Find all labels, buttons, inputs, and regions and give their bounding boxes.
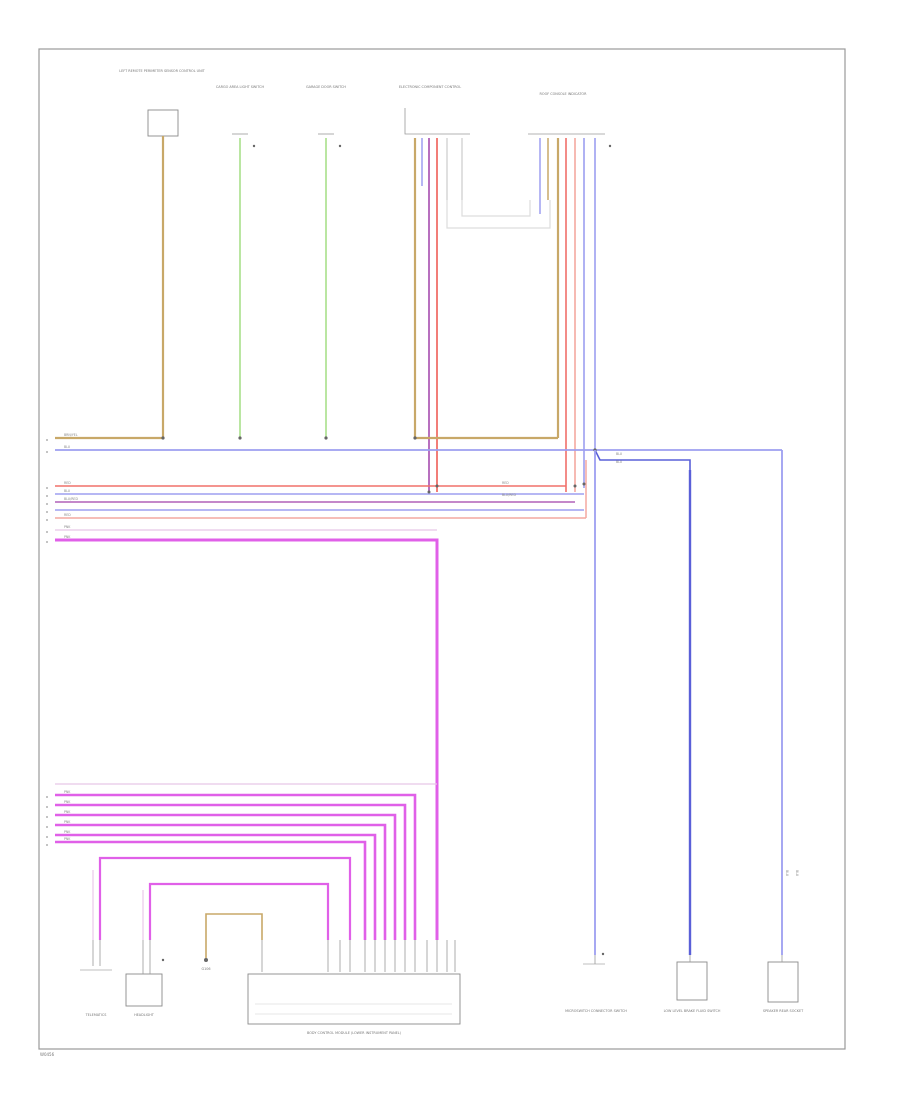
component-label-g106: G106 <box>201 967 210 971</box>
component-label-brake-fluid: LOW LEVEL BRAKE FLUID SWITCH <box>664 1009 721 1013</box>
wire-label-low-3: PNK <box>64 810 71 814</box>
wire-label-pnk: PNK <box>64 525 71 529</box>
diagram-frame <box>38 48 846 1050</box>
top-vertical-wires <box>161 136 596 492</box>
component-label-telematics: TELEMATICS <box>85 1013 107 1017</box>
component-label-headlight: HEADLIGHT <box>134 1013 155 1017</box>
ground-g106 <box>204 958 208 962</box>
bottom-components: TELEMATICS HEADLIGHT G106 BODY CONTROL M… <box>80 940 804 1035</box>
component-box-headlight <box>125 973 163 1007</box>
component-label-cargo-light: CARGO AREA LIGHT SWITCH <box>216 85 265 89</box>
wire-label-low-4: PNK <box>64 820 71 824</box>
top-components <box>147 108 612 148</box>
wire-label-pnk-2: PNK <box>64 535 71 539</box>
wire-label-red-2: RED <box>64 513 71 517</box>
wire-label-blu-red: BLU/RED <box>64 497 78 501</box>
component-label-microswitch: MICROSWITCH CONNECTOR SWITCH <box>565 1009 627 1013</box>
horizontal-bus: BRN/YEL BLU RED BLU BLU/RED RED PNK PNK … <box>46 433 782 940</box>
component-box-speaker <box>767 961 799 1003</box>
wire-label-blu-2: BLU <box>64 489 71 493</box>
component-box-brake-fluid-switch <box>676 961 708 1001</box>
wire-label-right-vert-2: BLU <box>795 870 799 877</box>
top-component-labels: LEFT REMOTE PERIMETER SENSOR CONTROL UNI… <box>119 69 587 96</box>
component-box-body-control-module <box>247 973 461 1025</box>
component-box-left-remote <box>147 109 179 137</box>
wire-label-red: RED <box>64 481 71 485</box>
wire-label-right-vert: BLU <box>785 870 789 877</box>
right-drop-wires: BLU BLU <box>594 450 799 955</box>
wire-label-right-blu: BLU <box>616 452 623 456</box>
wire-label-blu: BLU <box>64 445 71 449</box>
wire-label-low-2: PNK <box>64 800 71 804</box>
wire-label-brn-yel: BRN/YEL <box>64 433 78 437</box>
component-label-left-remote: LEFT REMOTE PERIMETER SENSOR CONTROL UNI… <box>119 69 205 73</box>
component-label-garage-door: GARAGE DOOR SWITCH <box>306 85 346 89</box>
wire-label-low-6: PNK <box>64 837 71 841</box>
wire-label-right-blu-2: BLU <box>616 460 623 464</box>
diagram-footer-code: W0456 <box>40 1052 55 1057</box>
component-label-body-control-module: BODY CONTROL MODULE (LOWER INSTRUMENT PA… <box>307 1031 402 1035</box>
lower-pink-harness: PNK PNK PNK PNK PNK PNK <box>46 783 437 958</box>
wire-label-low-5: PNK <box>64 830 71 834</box>
wire-label-mid-blu-red: BLU/RED <box>502 493 516 497</box>
component-label-electronic-control: ELECTRONIC COMPONENT CONTROL <box>399 85 461 89</box>
component-label-roof-console: ROOF CONSOLE INDICATOR <box>540 92 588 96</box>
wire-label-mid-red: RED <box>502 481 509 485</box>
wire-label-low-1: PNK <box>64 790 71 794</box>
component-label-speaker: SPEAKER REAR SOCKET <box>763 1009 804 1013</box>
